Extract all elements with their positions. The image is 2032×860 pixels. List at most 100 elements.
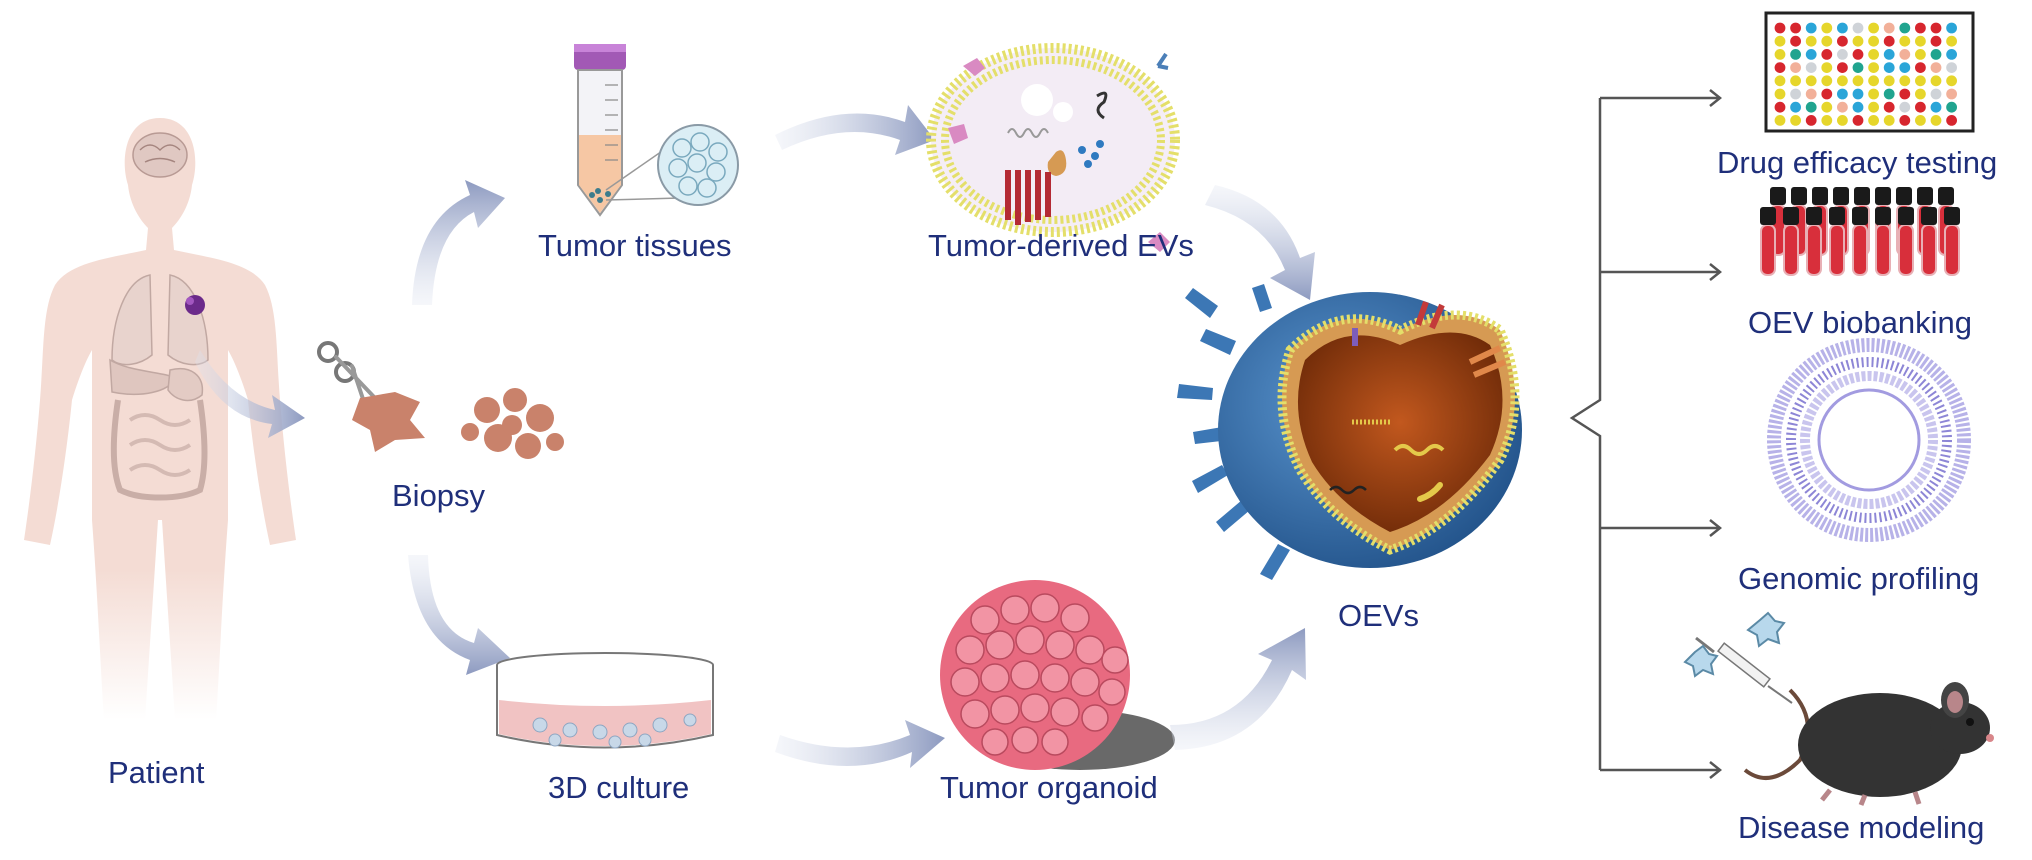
plate-well [1805,22,1817,34]
plate-well [1899,88,1911,100]
plate-well [1852,75,1864,87]
ev-to-oev-arrow [1205,185,1315,300]
plate-well [1790,75,1801,87]
plate-well [1946,35,1957,47]
plate-well [1774,62,1786,73]
plate-well [1946,115,1957,126]
syringe-icon [1695,636,1793,704]
plate-well [1868,22,1879,34]
vial [1760,207,1776,276]
plate-well [1915,22,1926,34]
plate-well [1946,75,1957,87]
plate-well [1899,49,1911,60]
plate-well [1868,35,1879,47]
tumor-tissues-label: Tumor tissues [538,228,732,263]
well-plate-icon [1764,11,1975,133]
tumor-ev-icon [926,43,1180,252]
plate-well [1930,88,1942,100]
plate-well [1899,75,1911,87]
plate-well [1821,35,1833,47]
plate-well [1790,22,1801,34]
plate-well [1805,49,1817,60]
plate-well [1946,22,1957,34]
plate-well [1915,35,1926,47]
plate-well [1790,35,1801,47]
plate-well [1915,88,1926,100]
plate-well [1915,62,1926,73]
plate-well [1805,75,1817,87]
vial [1944,207,1960,276]
vial [1829,207,1845,276]
culture-to-organoid-arrow [775,720,945,768]
plate-well [1821,115,1833,126]
plate-well [1837,35,1848,47]
plate-well [1837,62,1848,73]
plate-well [1930,35,1942,47]
vial [1806,207,1822,276]
plate-well [1868,62,1879,73]
biopsy-to-culture-arrow [408,555,510,675]
biopsy-tissue-icon [352,392,425,452]
plate-well [1883,49,1895,60]
organoid-to-oev-arrow [1170,628,1306,750]
mouse-model-icon [1683,611,1994,806]
circos-plot-icon [1767,338,1971,542]
oevs-label: OEVs [1338,598,1419,633]
plate-well [1852,49,1864,60]
plate-well [1774,88,1786,100]
body-to-biopsy-arrow [195,350,305,438]
plate-well [1852,35,1864,47]
plate-well [1883,101,1895,113]
plate-well [1805,115,1817,126]
plate-well [1805,35,1817,47]
vial [1852,207,1868,276]
plate-well [1837,115,1848,126]
plate-well [1837,75,1848,87]
plate-well [1899,35,1911,47]
plate-well [1790,115,1801,126]
plate-well [1883,35,1895,47]
plate-well [1883,115,1895,126]
plate-well [1852,22,1864,34]
plate-well [1805,101,1817,113]
plate-well [1930,75,1942,87]
drug-efficacy-label: Drug efficacy testing [1717,145,1998,180]
plate-well [1837,22,1848,34]
plate-well [1821,62,1833,73]
biopsy-fragments-icon [461,388,564,459]
plate-well [1883,75,1895,87]
plate-well [1852,88,1864,100]
plate-well [1774,115,1786,126]
plate-well [1774,49,1786,60]
plate-well [1821,88,1833,100]
plate-well [1868,101,1879,113]
plate-well [1790,49,1801,60]
oev-biobanking-label: OEV biobanking [1748,305,1973,340]
patient-label: Patient [108,755,205,790]
plate-well [1930,115,1942,126]
plate-well [1790,88,1801,100]
plate-well [1915,115,1926,126]
plate-well [1852,62,1864,73]
tumor-organoid-label: Tumor organoid [940,770,1158,805]
plate-well [1790,101,1801,113]
plate-well [1946,88,1957,100]
plate-well [1946,62,1957,73]
plate-well [1821,22,1833,34]
scissors-icon [317,341,377,407]
plate-well [1899,115,1911,126]
patient-body-icon [24,118,296,720]
oev-particle-icon [1177,284,1522,580]
plate-well [1774,101,1786,113]
biopsy-label: Biopsy [392,478,486,513]
plate-well [1915,101,1926,113]
plate-well [1946,101,1957,113]
plate-well [1852,115,1864,126]
plate-well [1790,62,1801,73]
plate-well [1946,49,1957,60]
vial [1921,207,1937,276]
tumor-evs-label: Tumor-derived EVs [928,228,1194,263]
plate-well [1821,101,1833,113]
plate-well [1899,22,1911,34]
plate-well [1930,62,1942,73]
